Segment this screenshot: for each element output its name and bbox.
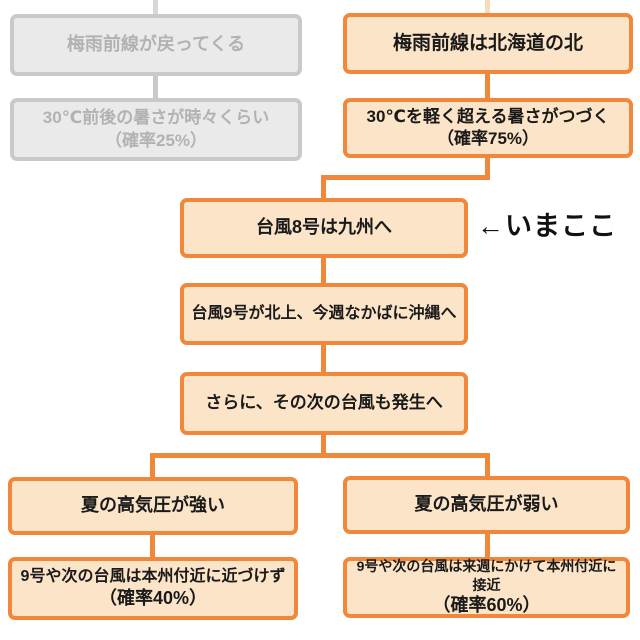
box-probability: （確率75%） [436, 129, 540, 148]
box-typhoon-8-to-kyushu: 台風8号は九州へ [180, 198, 468, 258]
connector-elbow-horizontal [321, 175, 490, 180]
connector-typhoon8-typhoon9 [321, 255, 326, 286]
current-position-marker: ←いまここ [477, 211, 617, 241]
box-baiu-front-north-of-hokkaido: 梅雨前線は北海道の北 [343, 13, 633, 74]
connector-elbow-down [485, 156, 490, 180]
box-label: 台風9号が北上、今週なかばに沖縄へ [191, 305, 457, 323]
connector-stub-inactive-top [153, 0, 158, 15]
box-label: 30℃を軽く超える暑さがつづく [366, 106, 610, 126]
box-label: 夏の高気圧が弱い [414, 494, 559, 515]
box-label: 9号や次の台風は来週にかけて本州付近に接近 [356, 558, 617, 593]
connector-stub-active-top [485, 0, 490, 14]
box-heat-around-30-prob-25: 30℃前後の暑さが時々くらい （確率25%） [10, 98, 302, 161]
box-probability: （確率40%） [98, 588, 208, 609]
box-label: 台風8号は九州へ [255, 217, 392, 238]
box-label: 夏の高気圧が強い [81, 495, 225, 516]
box-label: さらに、その次の台風も発生へ [205, 393, 443, 413]
box-typhoons-stay-away-prob-40: 9号や次の台風は本州付近に近づけず （確率40%） [8, 557, 298, 620]
box-baiu-front-returns: 梅雨前線が戻ってくる [10, 14, 302, 76]
box-next-typhoon-forming: さらに、その次の台風も発生へ [180, 372, 468, 435]
box-probability: （確率25%） [104, 130, 208, 150]
connector-split-stem [321, 432, 326, 458]
connector-typhoon9-next [321, 342, 326, 374]
box-label: 梅雨前線が戻ってくる [66, 34, 246, 55]
box-label: 30℃前後の暑さが時々くらい [42, 108, 270, 128]
box-summer-high-strong: 夏の高気圧が強い [8, 477, 298, 535]
connector-left-outcome [150, 532, 155, 560]
box-label: 梅雨前線は北海道の北 [392, 32, 583, 54]
box-label: 9号や次の台風は本州付近に近づけず [20, 568, 286, 586]
connector-inactive-1-2 [153, 73, 158, 101]
connector-split-right [485, 453, 490, 480]
box-summer-high-weak: 夏の高気圧が弱い [343, 476, 630, 534]
connector-active-1-2 [485, 72, 490, 101]
connector-right-outcome [485, 531, 490, 560]
box-typhoon-9-to-okinawa: 台風9号が北上、今週なかばに沖縄へ [180, 283, 468, 345]
box-probability: （確率60%） [432, 595, 541, 616]
connector-split-horizontal [150, 453, 490, 458]
connector-elbow-into-typhoon8 [321, 175, 326, 202]
connector-split-left [150, 453, 155, 481]
box-typhoons-approach-prob-60: 9号や次の台風は来週にかけて本州付近に接近 （確率60%） [343, 557, 630, 618]
box-heat-over-30-prob-75: 30℃を軽く超える暑さがつづく （確率75%） [343, 98, 633, 158]
